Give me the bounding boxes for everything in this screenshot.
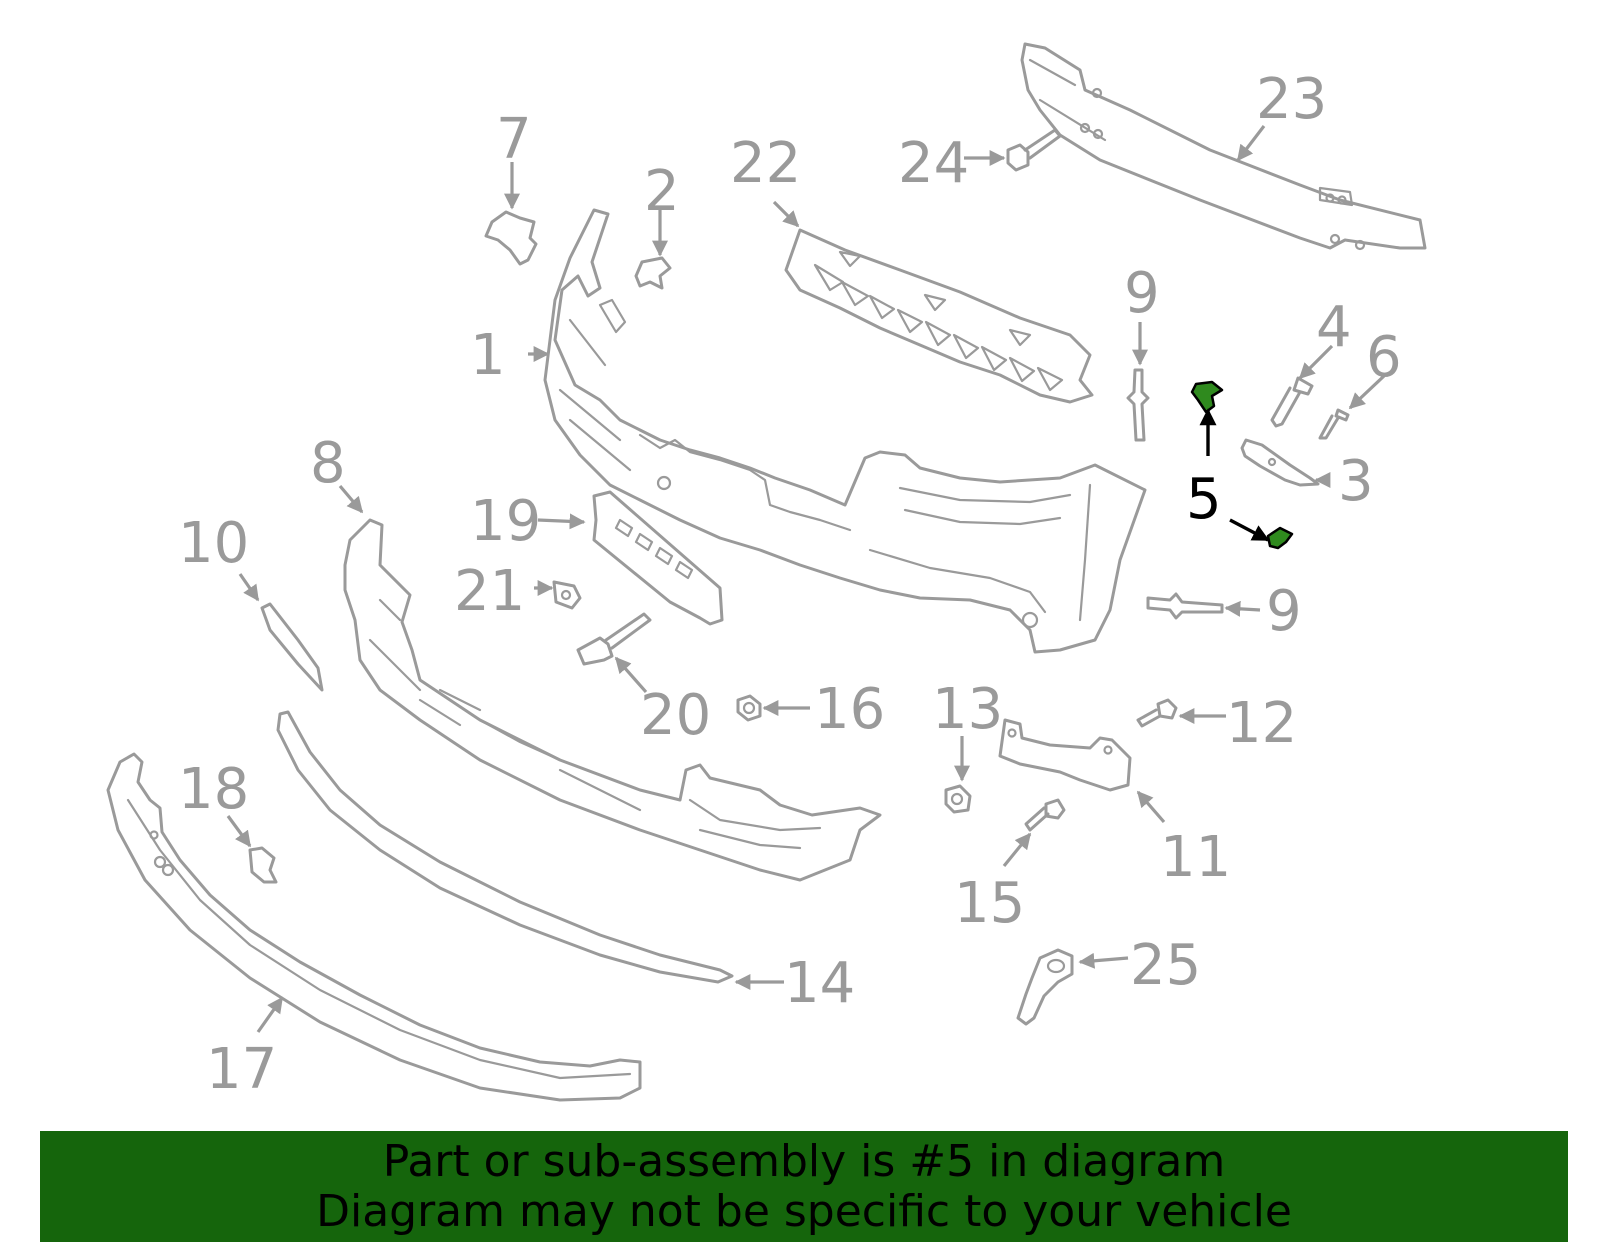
leader-lines — [226, 125, 1386, 1033]
part-24-bolt — [1006, 128, 1062, 172]
part-4-push-pin — [1270, 376, 1314, 428]
callout-15: 15 — [954, 871, 1025, 936]
part-22-energy-absorber — [784, 228, 1094, 404]
callout-24: 24 — [898, 131, 969, 196]
part-3-bracket — [1240, 438, 1320, 487]
part-12-screw — [1136, 698, 1178, 728]
banner-line-1: Part or sub-assembly is #5 in diagram — [382, 1135, 1226, 1187]
part-17-lower-lip — [106, 752, 642, 1102]
callout-1: 1 — [470, 323, 506, 388]
part-20-stud — [576, 612, 652, 666]
callout-19: 19 — [470, 489, 541, 554]
part-1-bumper-cover — [543, 208, 1147, 654]
callout-23: 23 — [1256, 67, 1327, 132]
callout-12: 12 — [1226, 691, 1297, 756]
callout-5: 5 — [1186, 467, 1222, 532]
callout-17: 17 — [206, 1037, 277, 1102]
callout-9-upper: 9 — [1124, 261, 1160, 326]
part-5-clip-upper — [1190, 380, 1224, 414]
callout-18: 18 — [178, 757, 249, 822]
part-25-tow-eye — [1016, 948, 1074, 1026]
callout-11: 11 — [1160, 825, 1231, 890]
callout-4: 4 — [1316, 295, 1352, 360]
callout-13: 13 — [932, 677, 1003, 742]
part-14-lower-trim — [276, 710, 734, 984]
info-banner: Part or sub-assembly is #5 in diagram Di… — [40, 1131, 1568, 1242]
part-13-nut — [944, 784, 972, 814]
part-18-clip — [248, 846, 278, 884]
callout-9-lower: 9 — [1266, 579, 1302, 644]
callout-20: 20 — [640, 683, 711, 748]
callout-22: 22 — [730, 131, 801, 196]
part-16-nut — [736, 694, 762, 722]
part-11-bracket — [998, 718, 1132, 792]
part-6-push-pin — [1318, 408, 1350, 440]
callout-3: 3 — [1338, 449, 1374, 514]
part-21-clip-nut — [552, 580, 582, 610]
callout-14: 14 — [784, 951, 855, 1016]
part-15-screw — [1024, 798, 1066, 832]
part-5-clip-lower — [1266, 526, 1294, 550]
banner-line-2: Diagram may not be specific to your vehi… — [316, 1185, 1292, 1237]
callout-10: 10 — [178, 511, 249, 576]
callout-21: 21 — [454, 559, 525, 624]
part-23-bumper-reinforcement — [1020, 42, 1427, 251]
part-10-trim-strip — [260, 602, 324, 692]
part-9-upper-pin — [1126, 368, 1150, 442]
part-9-lower-pin — [1146, 592, 1224, 620]
part-19-license-bracket — [592, 490, 724, 626]
callout-25: 25 — [1130, 933, 1201, 998]
callout-6: 6 — [1366, 325, 1402, 390]
callout-2: 2 — [644, 159, 680, 224]
callout-7: 7 — [496, 107, 532, 172]
callout-16: 16 — [814, 677, 885, 742]
part-2-clip — [634, 256, 672, 290]
part-7-bracket — [484, 210, 538, 266]
callout-8: 8 — [310, 431, 346, 496]
part-8-lower-carrier — [343, 518, 882, 882]
